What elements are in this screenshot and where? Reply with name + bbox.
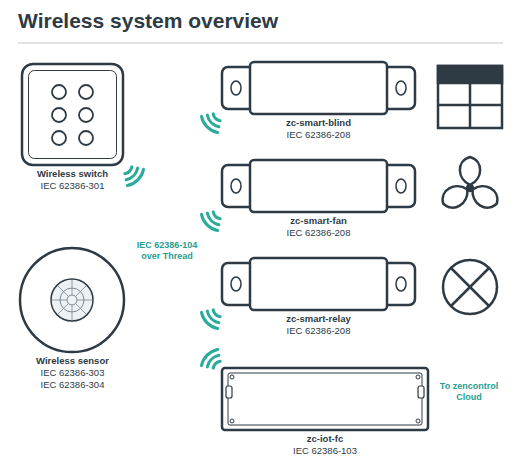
lens-facet — [72, 305, 73, 320]
signal-arc — [207, 311, 219, 323]
lens-facet — [76, 286, 87, 297]
corner-screw — [416, 375, 420, 379]
signal-arc — [201, 214, 217, 230]
signal-arc — [201, 312, 217, 328]
sensor-lens-facets — [52, 280, 92, 320]
lens-facet — [76, 304, 87, 315]
device-name: Wireless switch — [14, 168, 131, 180]
switch-button — [79, 108, 93, 122]
standard-code: IEC 62386-208 — [222, 325, 415, 337]
sensor-symbol — [20, 248, 124, 352]
lens-facet — [58, 304, 69, 315]
mount-hole — [231, 277, 241, 291]
standard-code: IEC 62386-303 — [14, 367, 131, 379]
lamp-icon — [443, 260, 497, 314]
device-name: zc-smart-fan — [222, 215, 415, 227]
lens-facet — [72, 280, 73, 295]
mount-hole — [231, 81, 241, 95]
sensor-outline — [20, 248, 124, 352]
mount-hole — [396, 179, 406, 193]
mount-hole — [231, 179, 241, 193]
signal-arc — [207, 213, 219, 225]
corner-screw — [230, 375, 234, 379]
lens-facet — [52, 300, 67, 301]
device-name: zc-smart-blind — [222, 117, 415, 129]
device-node: zc-smart-blindIEC 62386-208 — [222, 62, 415, 143]
mount-hole — [396, 81, 406, 95]
diagram-title: Wireless system overview — [18, 9, 278, 33]
switch-outline — [22, 64, 123, 165]
signal-arc — [213, 361, 220, 368]
cloud-label: To zencontrol Cloud — [438, 381, 500, 403]
switch-plate — [29, 71, 117, 159]
signal-arc — [213, 114, 220, 121]
blind-frame — [438, 66, 502, 128]
switch-node: Wireless switchIEC 62386-301 — [14, 64, 131, 194]
switch-button — [52, 85, 66, 99]
sensor-node: Wireless sensorIEC 62386-303IEC 62386-30… — [14, 248, 131, 393]
fan-blade — [468, 181, 502, 213]
device-relay — [222, 258, 415, 310]
blind-bar — [438, 104, 502, 107]
protocol-label: IEC 62386-104 over Thread — [128, 240, 206, 262]
fan-blade — [460, 157, 480, 185]
device-outline — [222, 368, 428, 430]
device-node: zc-smart-relayIEC 62386-208 — [222, 258, 415, 339]
device-inner — [228, 373, 422, 425]
device-blind — [222, 62, 415, 114]
signal-arc — [213, 310, 220, 317]
signal-arc — [207, 115, 219, 127]
device-body — [250, 160, 387, 212]
device-body — [250, 62, 387, 114]
signal-arc — [126, 168, 138, 180]
device-fan — [222, 160, 415, 212]
standard-code: IEC 62386-208 — [222, 227, 415, 239]
mount-slot — [418, 386, 424, 398]
switch-button — [52, 108, 66, 122]
sensor-lens — [51, 279, 93, 321]
switch-button — [52, 131, 66, 145]
device-name: Wireless sensor — [14, 355, 131, 367]
standard-code: IEC 62386-103 — [222, 445, 428, 457]
lens-facet — [58, 286, 69, 297]
signal-arc — [201, 349, 217, 365]
device-body — [250, 258, 387, 310]
signal-arc — [125, 167, 132, 174]
corner-screw — [230, 419, 234, 423]
blind-icon — [438, 66, 502, 128]
switch-symbol — [22, 64, 123, 165]
mount-slot — [226, 386, 232, 398]
device-node: zc-smart-fanIEC 62386-208 — [222, 160, 415, 241]
fan-icon — [438, 157, 502, 212]
switch-button — [79, 85, 93, 99]
title-rule — [18, 43, 503, 44]
signal-arc — [207, 355, 219, 367]
blind-roll — [438, 66, 502, 83]
wireless-signals — [125, 114, 220, 368]
standard-code: IEC 62386-208 — [222, 129, 415, 141]
lens-facet — [77, 300, 92, 301]
device-name: zc-iot-fc — [222, 433, 428, 445]
lamp-cross — [451, 268, 489, 306]
signal-arc — [213, 212, 220, 219]
device-name: zc-smart-relay — [222, 313, 415, 325]
gateway-node: zc-iot-fcIEC 62386-103 — [222, 368, 428, 459]
fan-blade — [438, 181, 472, 213]
mount-hole — [396, 277, 406, 291]
lamp-cross — [451, 268, 489, 306]
switch-button — [79, 131, 93, 145]
lamp-circle — [443, 260, 497, 314]
signal-arc — [127, 169, 143, 185]
corner-screw — [416, 419, 420, 423]
standard-code: IEC 62386-301 — [14, 180, 131, 192]
signal-arc — [201, 116, 217, 132]
sensor-lens-core — [67, 295, 77, 305]
standard-code: IEC 62386-304 — [14, 379, 131, 391]
device-iot — [222, 368, 428, 430]
